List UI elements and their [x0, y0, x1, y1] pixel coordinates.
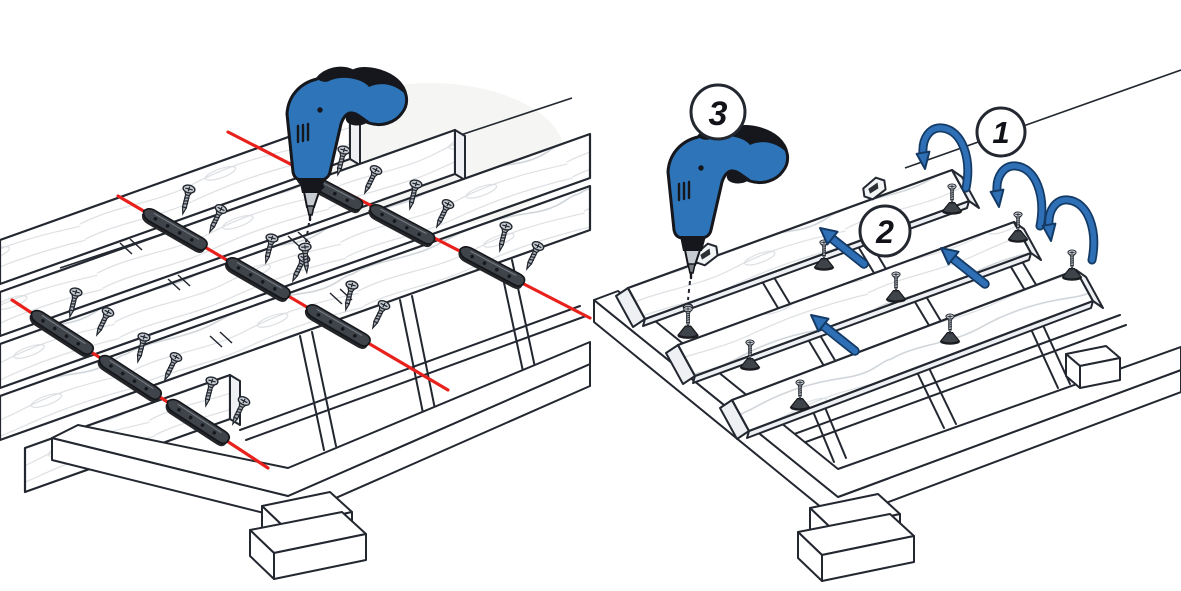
step-badge-1-label: 1	[992, 115, 1009, 150]
deck-board	[0, 132, 592, 390]
driving-guide-dashes	[305, 222, 310, 243]
step-badge-2-label: 2	[875, 214, 894, 250]
right-panel-flip-slide-screw-steps: 1 2 3	[593, 69, 1181, 582]
frame-joist	[399, 295, 437, 419]
frame-joist	[299, 331, 337, 451]
chalk-string-line	[904, 69, 1181, 169]
left-panel-screwing-rails-along-chalk-lines	[0, 66, 592, 580]
deck-frame	[51, 259, 591, 580]
corner-post	[797, 493, 915, 582]
rim-top-face	[593, 290, 1181, 498]
corner-post	[249, 491, 367, 580]
side-post	[1065, 345, 1121, 389]
deck-boards	[0, 113, 592, 494]
step-badge-2: 2	[858, 204, 912, 258]
clip-screw-icon	[1062, 250, 1082, 281]
deck-board	[0, 184, 592, 442]
driving-guide-dashes	[687, 280, 691, 301]
deck-frame	[593, 290, 1181, 582]
step-badge-3-label: 3	[709, 95, 728, 133]
frame-joist	[1029, 322, 1071, 389]
deck-board-end	[454, 129, 466, 181]
step-badge-3: 3	[689, 83, 747, 141]
deck-board-end	[1075, 269, 1104, 309]
joists-in-gaps	[119, 231, 353, 348]
frame-joist	[811, 404, 847, 463]
step-badge-1: 1	[975, 106, 1027, 158]
rim-top-face	[51, 341, 591, 497]
frame-joist	[915, 365, 957, 429]
edge-clip-icon	[862, 176, 887, 201]
